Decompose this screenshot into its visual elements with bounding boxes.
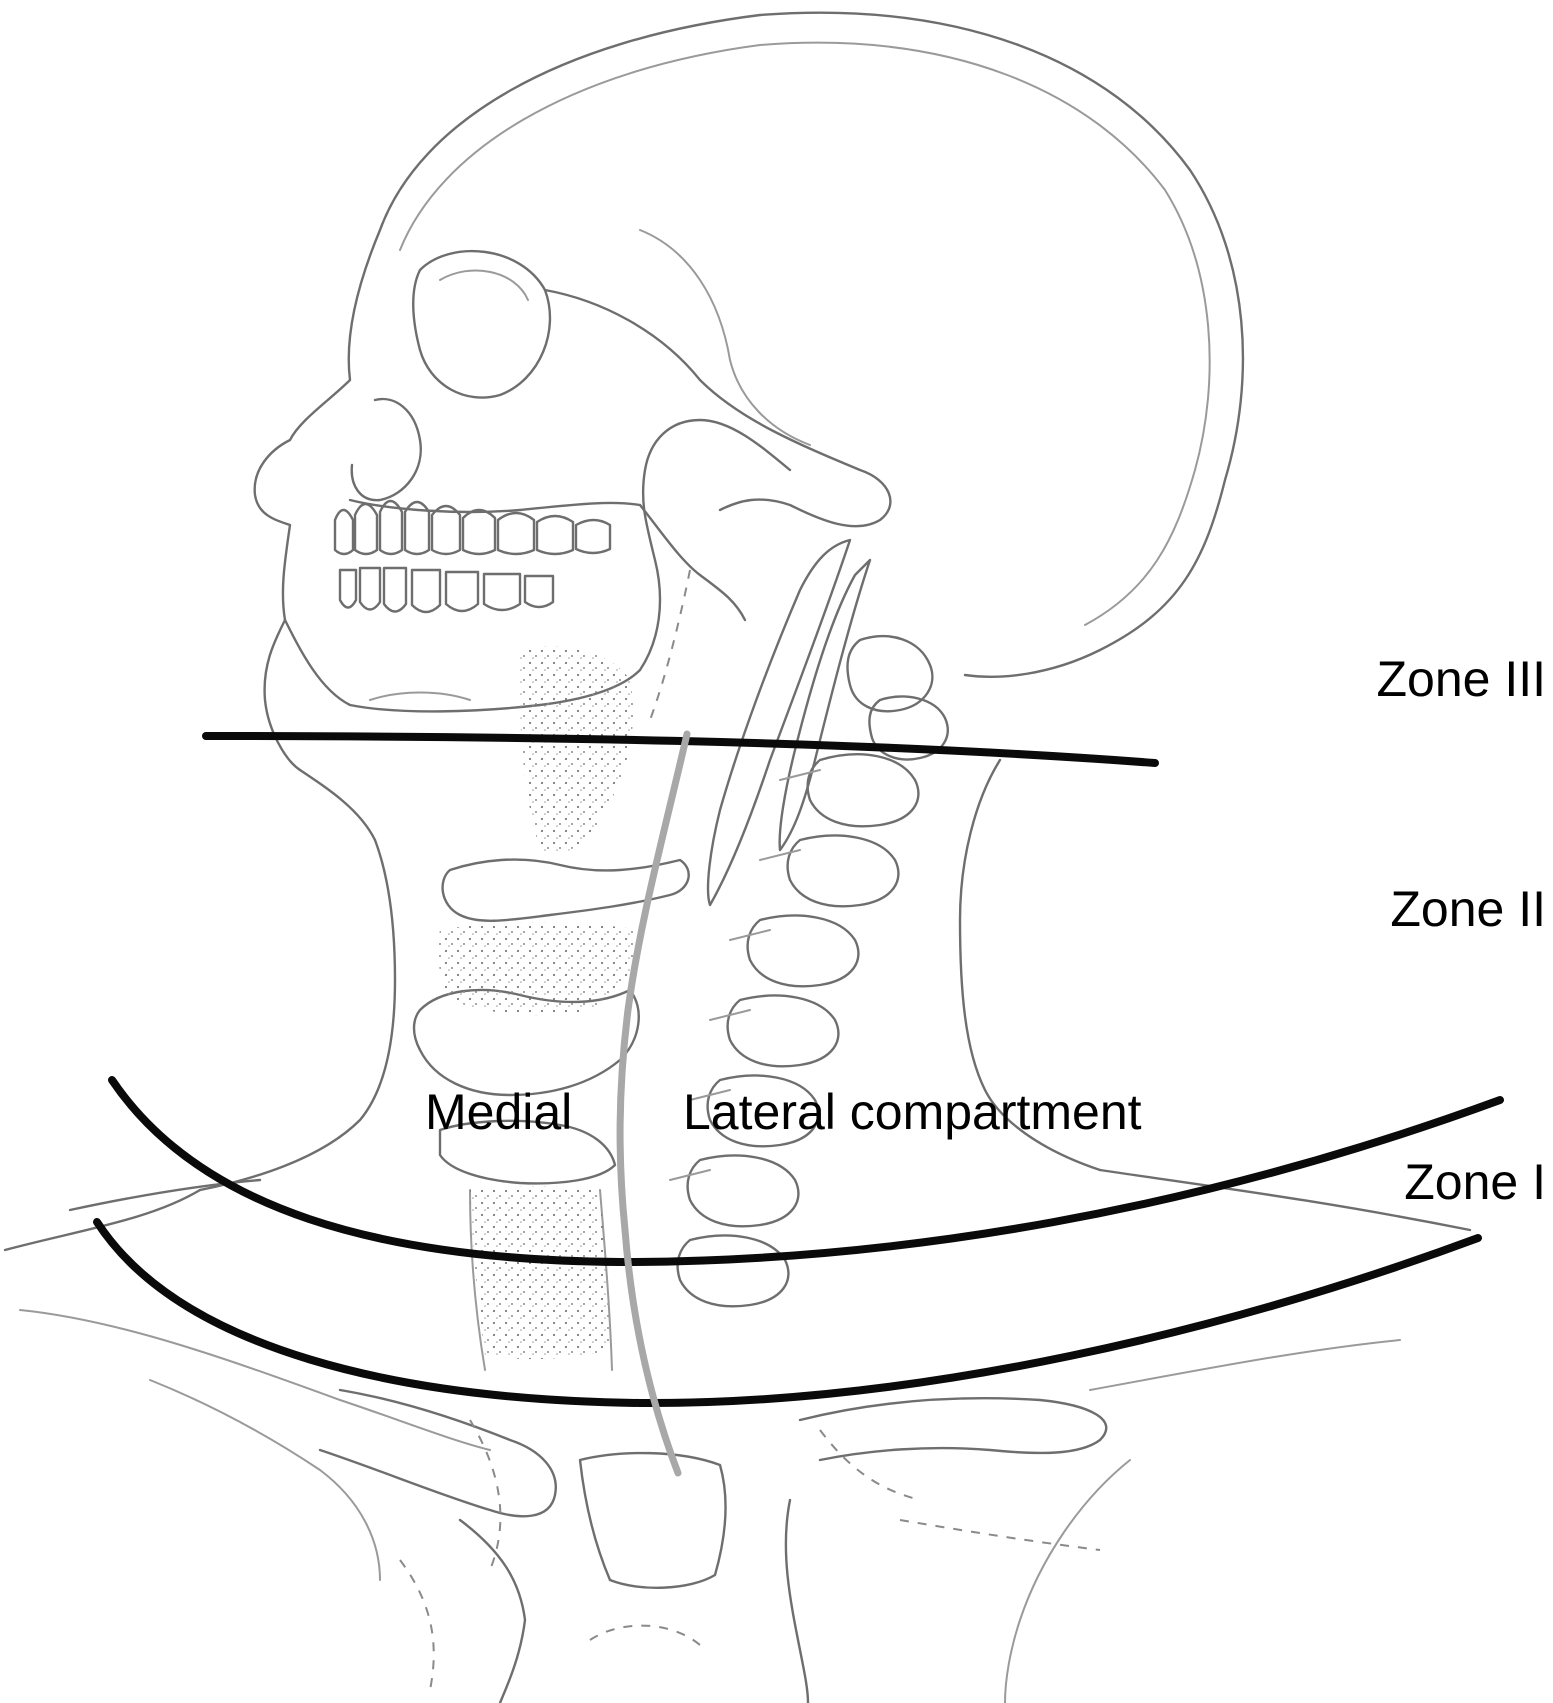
right-clavicle — [798, 1397, 1108, 1462]
zone-ii-label: Zone II — [1390, 881, 1546, 937]
pharynx-stipple-upper — [519, 646, 634, 854]
face-profile — [253, 228, 382, 772]
left-clavicle — [318, 1388, 557, 1518]
maxilla — [348, 498, 642, 514]
skull-inner-outline — [399, 41, 1211, 626]
left-shoulder — [3, 1178, 262, 1252]
temporal-line — [639, 229, 811, 446]
skull-outline — [378, 11, 1245, 678]
styloid-process-2 — [778, 558, 872, 852]
medial-compartment-label: Medial — [425, 1084, 572, 1140]
cricoid-cartilage — [438, 1119, 617, 1185]
sternum-dashed — [589, 1624, 701, 1646]
trachea — [469, 1189, 613, 1371]
neck-anterior — [198, 768, 397, 1192]
labels: Zone III Zone II Zone I Medial Lateral c… — [425, 651, 1546, 1210]
hyoid-bone — [441, 858, 690, 922]
scapula-left — [149, 1379, 381, 1581]
lower-teeth — [338, 566, 555, 614]
styloid-process — [706, 538, 852, 907]
right-shoulder — [1098, 1168, 1472, 1232]
manubrium — [578, 1451, 727, 1589]
first-rib-right — [784, 1498, 810, 1703]
anatomy-illustration — [3, 11, 1472, 1703]
orbit — [412, 250, 552, 399]
neck-posterior — [958, 758, 1102, 1172]
pharynx-stipple-mid — [438, 922, 640, 1016]
rib-dashed-left — [399, 1419, 502, 1691]
mandible-ramus — [638, 503, 747, 622]
zone-ii-i-boundary-line — [108, 1076, 1504, 1267]
shoulder-lower-right — [1089, 1339, 1401, 1391]
zone-i-lower-boundary-line — [93, 1218, 1482, 1408]
shoulder-lower-left — [19, 1309, 491, 1451]
compartment-divider-line — [616, 730, 691, 1477]
zone-boundaries — [93, 732, 1504, 1408]
orbit-inner — [439, 269, 529, 301]
upper-teeth — [333, 499, 612, 556]
oropharynx-dots — [649, 569, 691, 721]
cervical-vertebrae — [669, 635, 949, 1308]
pharynx-stipple-lower — [470, 1186, 610, 1360]
nasal-aperture — [350, 397, 422, 502]
zone-iii-ii-boundary-line — [202, 732, 1159, 767]
rib-dashed-right — [819, 1429, 1101, 1551]
zone-i-label: Zone I — [1404, 1154, 1546, 1210]
mandible — [283, 418, 792, 713]
first-rib-left — [458, 1518, 527, 1703]
zygomatic-bone — [543, 288, 892, 528]
lateral-compartment-label: Lateral compartment — [683, 1084, 1142, 1140]
zone-iii-label: Zone III — [1376, 651, 1546, 707]
scapula-right — [1004, 1459, 1131, 1703]
hyoid-notch — [369, 691, 471, 701]
